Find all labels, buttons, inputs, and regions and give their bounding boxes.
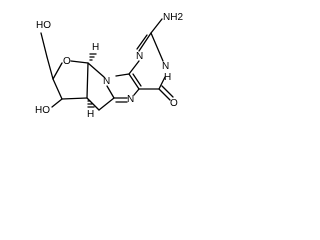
bond-c4p-ch2 <box>46 56 54 80</box>
label-hydroxyl: HO <box>35 105 50 116</box>
bond-c2-n1-double <box>136 34 148 50</box>
bond-c3p-c2p <box>61 97 88 100</box>
bond-c1p-o <box>70 60 89 64</box>
structure-drawing: NH2 N N H N N O O HO HO H H <box>35 12 183 120</box>
bond-c8a-c4a <box>128 73 140 90</box>
stereo-hash-top <box>89 53 97 61</box>
label-stereo-h-bottom: H <box>87 109 94 120</box>
bond-c4-n3 <box>158 76 166 90</box>
pyrimidine-ring <box>128 18 166 90</box>
label-fused-n: N <box>103 76 110 87</box>
imidazole-ring <box>106 73 140 103</box>
bond-n1-c8a <box>128 60 140 75</box>
bond-c8-ch2 <box>98 97 115 111</box>
bond-n7-c4a <box>133 88 140 96</box>
molecule-diagram: NH2 N N H N N O O HO HO H H <box>0 0 224 148</box>
bond-ch2-c2p <box>86 97 100 111</box>
fused-ring <box>86 62 115 111</box>
label-amine: NH2 <box>163 12 183 23</box>
bond-o-c4p <box>52 62 63 80</box>
stereo-hash-bottom <box>87 100 95 108</box>
bond-c8a-n9 <box>115 73 130 77</box>
label-hydroxymethyl: HO <box>36 20 51 31</box>
label-ring-nh: N <box>162 61 169 72</box>
bond-c1p-c2p <box>86 62 89 99</box>
label-stereo-h-top: H <box>92 42 99 53</box>
label-imine-n: N <box>127 94 134 105</box>
bond-c4-o <box>158 88 171 101</box>
bond-n9-c8 <box>106 85 115 99</box>
bond-c4-o-double <box>161 85 174 98</box>
label-carbonyl-o: O <box>170 98 178 109</box>
bond-c8a-c4a-double <box>132 73 142 87</box>
bond-c2-nh2 <box>150 18 163 34</box>
carbonyl-group <box>158 85 174 101</box>
bond-n3-c2 <box>150 32 164 62</box>
label-ether-o: O <box>63 56 71 67</box>
bond-c2-n1 <box>138 32 152 52</box>
label-ring-n-top: N <box>136 51 143 62</box>
bond-c4p-c3p <box>52 78 63 100</box>
bond-n9-c1p <box>87 62 105 78</box>
label-ring-nh-h: H <box>164 72 171 83</box>
furanose-ring <box>40 32 89 108</box>
bond-ch2-oh <box>40 32 48 58</box>
bond-c3p-oh <box>51 98 63 108</box>
